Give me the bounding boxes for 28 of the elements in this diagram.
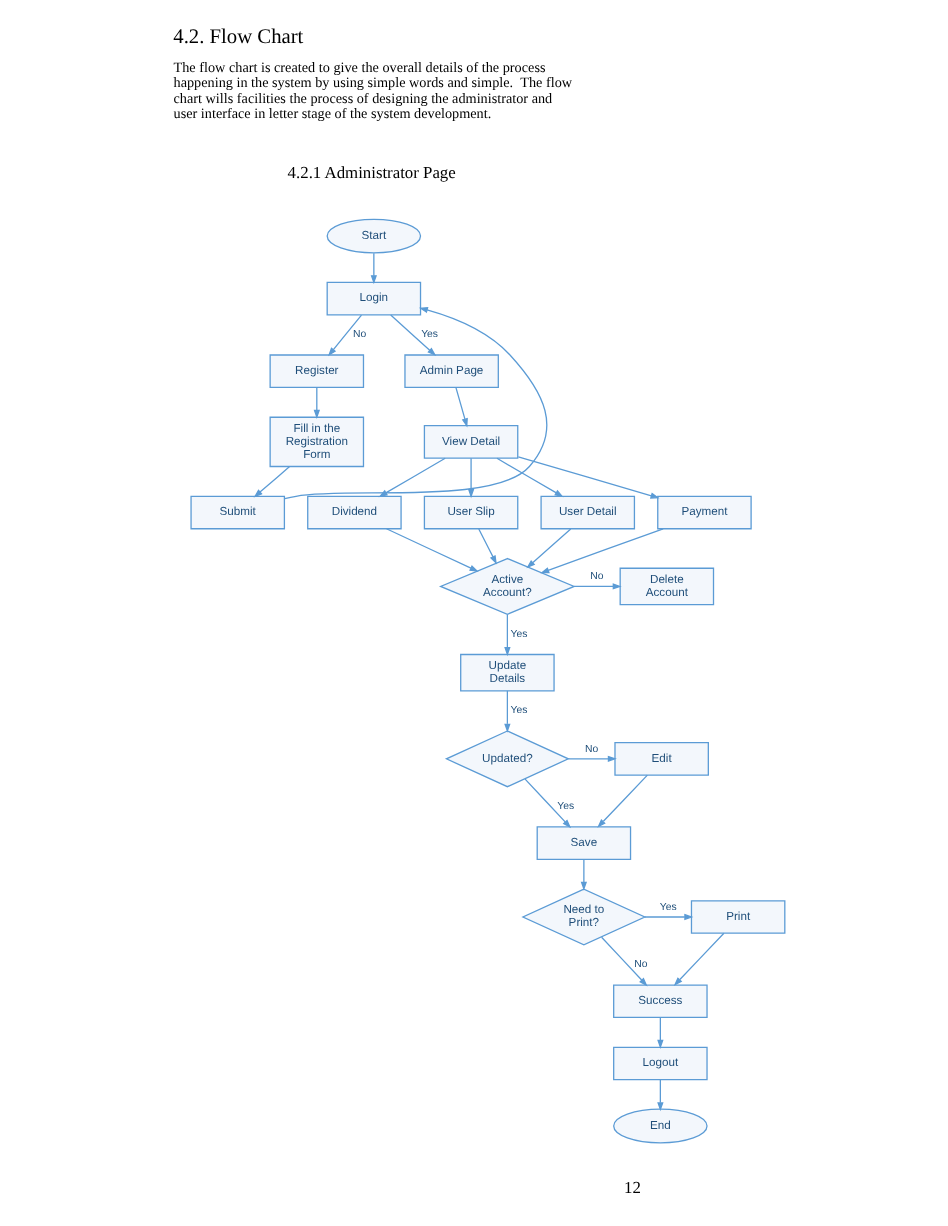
arrow	[567, 755, 617, 763]
arrow	[496, 457, 564, 498]
arrow	[385, 528, 479, 572]
arrow	[524, 778, 572, 829]
arrow	[467, 457, 475, 499]
arrow	[600, 936, 648, 987]
arrow	[657, 1016, 664, 1049]
arrow	[370, 252, 378, 285]
arrow	[673, 932, 725, 986]
arrow	[644, 913, 694, 921]
arrow	[504, 690, 511, 733]
arrow	[504, 614, 511, 657]
arrow	[313, 387, 320, 419]
arrow	[478, 528, 497, 565]
arrow	[253, 465, 291, 498]
diagram-title: 4.2. Flow Chart	[173, 27, 304, 50]
arrow	[526, 528, 572, 569]
arrow	[597, 774, 649, 828]
label: 4.2.1 Administrator Page	[287, 161, 456, 182]
arrow	[657, 1079, 664, 1112]
arrow	[390, 314, 437, 357]
arrow	[580, 858, 588, 891]
arrow	[455, 387, 468, 428]
arrow	[573, 583, 622, 590]
arrow	[517, 456, 660, 499]
label: 12	[624, 1176, 641, 1197]
arrow	[327, 314, 363, 357]
arrow	[540, 528, 664, 574]
